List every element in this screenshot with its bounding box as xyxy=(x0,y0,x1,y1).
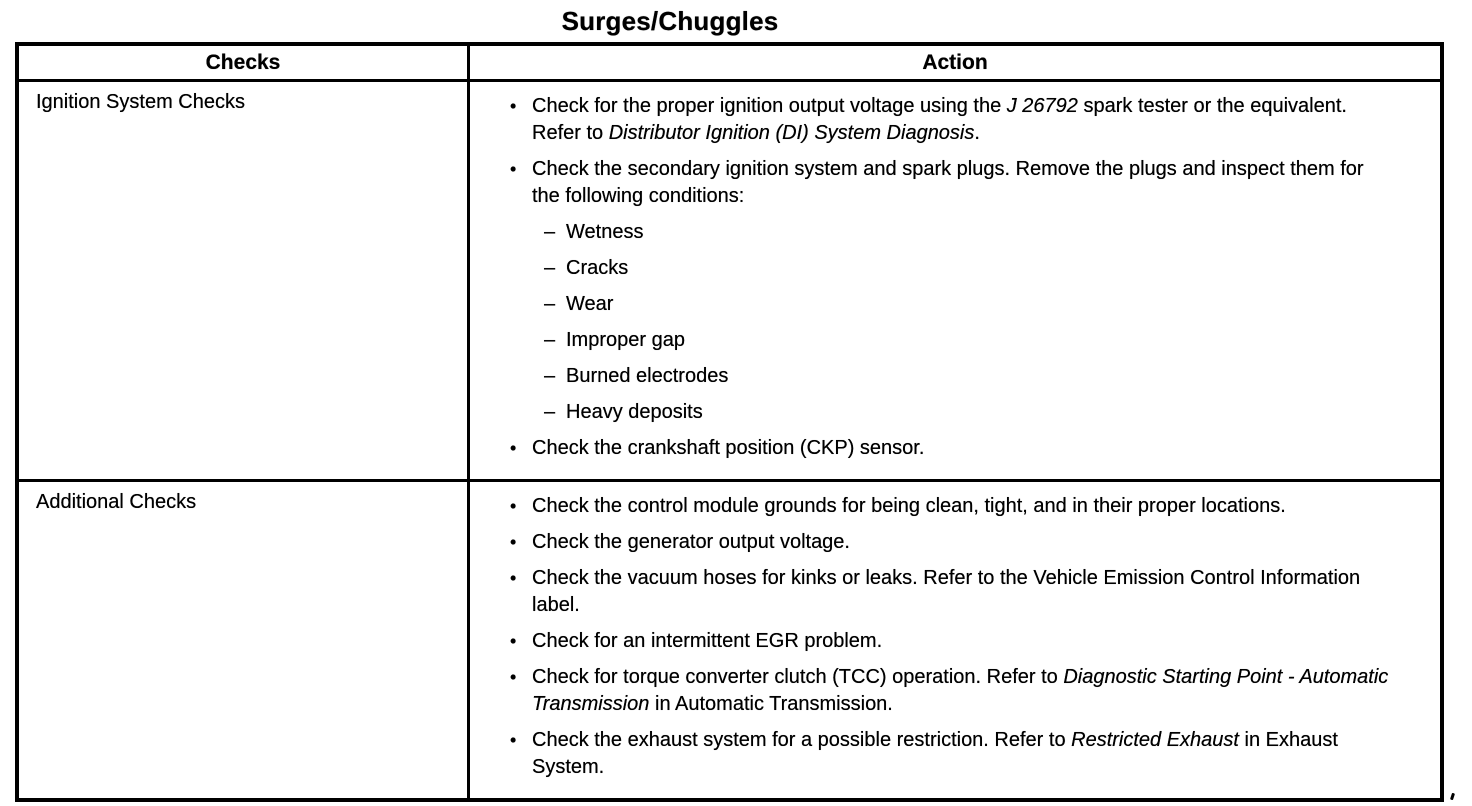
bullet-icon: • xyxy=(510,568,517,588)
action-item: • Check the exhaust system for a possible… xyxy=(510,727,1392,781)
sub-item: –Cracks xyxy=(544,255,1392,282)
plain-text: Check for an intermittent EGR problem. xyxy=(532,630,883,652)
sub-item: –Burned electrodes xyxy=(544,363,1392,390)
check-cell: Additional Checks xyxy=(17,479,470,800)
action-item-text: Check for the proper ignition output vol… xyxy=(532,93,1392,147)
plain-text: . xyxy=(974,122,980,144)
sub-item: –Wear xyxy=(544,291,1392,318)
table-body: Ignition System Checks • Check for the pro… xyxy=(17,80,1443,800)
dash-icon: – xyxy=(544,221,556,243)
action-item-text: Check the generator output voltage. xyxy=(532,529,1392,556)
action-item-body: Check the exhaust system for a possible … xyxy=(532,727,1392,781)
dash-icon: – xyxy=(544,293,556,315)
italic-reference-text: J 26792 xyxy=(1006,95,1078,117)
sub-item-text: Improper gap xyxy=(566,329,685,351)
table-row: Additional Checks • Check the control modu… xyxy=(17,479,1442,800)
action-item-body: Check the generator output voltage. xyxy=(532,529,1392,556)
bullet-icon: • xyxy=(510,159,517,179)
action-item-text: Check for torque converter clutch (TCC) … xyxy=(532,664,1392,718)
dash-icon: – xyxy=(544,329,556,351)
plain-text: Check for the proper ignition output vol… xyxy=(532,95,1007,117)
bullet-icon: • xyxy=(510,96,517,116)
action-item-text: Check the exhaust system for a possible … xyxy=(532,727,1392,781)
plain-text: spark tester or the equivalent. Refer to xyxy=(532,95,1347,144)
sub-item-text: Cracks xyxy=(566,257,629,279)
action-item-text: Check the secondary ignition system and … xyxy=(532,156,1392,210)
bullet-icon: • xyxy=(510,667,517,687)
bullet-icon: • xyxy=(510,730,517,750)
column-header-checks: Checks xyxy=(17,44,470,82)
plain-text: Check for torque converter clutch (TCC) … xyxy=(532,666,1064,688)
table-header: Checks Action xyxy=(17,44,1442,82)
action-item: • Check the secondary ignition system and… xyxy=(510,156,1392,210)
italic-reference-text: Restricted Exhaust xyxy=(1071,729,1239,751)
sub-item: –Heavy deposits xyxy=(544,399,1392,426)
sub-item-text: Wetness xyxy=(566,221,644,243)
sub-item-text: Burned electrodes xyxy=(566,365,729,387)
column-header-action: Action xyxy=(468,44,1442,82)
action-item-body: Check for the proper ignition output vol… xyxy=(532,93,1392,147)
sub-item-text: Heavy deposits xyxy=(566,401,703,423)
diagnostic-table: Checks Action Ignition System Checks • Che… xyxy=(15,42,1444,802)
action-item-text: Check for an intermittent EGR problem. xyxy=(532,628,1392,655)
action-item: • Check for an intermittent EGR problem. xyxy=(510,628,1392,655)
plain-text: Check the control module grounds for bei… xyxy=(532,495,1286,517)
action-item-body: Check the secondary ignition system and … xyxy=(532,156,1392,210)
italic-reference-text: Distributor Ignition (DI) System Diagnos… xyxy=(608,122,975,144)
action-item: • Check for the proper ignition output vo… xyxy=(510,93,1392,147)
action-item-text: Check the control module grounds for bei… xyxy=(532,493,1392,520)
header-row: Checks Action xyxy=(17,44,1442,82)
action-item: • Check the generator output voltage. xyxy=(510,529,1392,556)
dash-icon: – xyxy=(544,401,556,423)
bullet-icon: • xyxy=(510,532,517,552)
action-item-body: Check the vacuum hoses for kinks or leak… xyxy=(532,565,1392,619)
action-item: • Check the control module grounds for be… xyxy=(510,493,1392,520)
action-item-body: Check the control module grounds for bei… xyxy=(532,493,1392,520)
bullet-icon: • xyxy=(510,438,517,458)
plain-text: Check the crankshaft position (CKP) sens… xyxy=(532,437,925,459)
action-item-body: Check for torque converter clutch (TCC) … xyxy=(532,664,1392,718)
plain-text: in Exhaust System. xyxy=(532,729,1338,778)
plain-text: Check the exhaust system for a possible … xyxy=(532,729,1072,751)
sub-item-text: Wear xyxy=(566,293,614,315)
bullet-icon: • xyxy=(510,496,517,516)
sub-item: –Wetness xyxy=(544,219,1392,246)
page-title: Surges/Chuggles xyxy=(561,6,779,36)
action-item-text: Check the crankshaft position (CKP) sens… xyxy=(532,435,1392,462)
bullet-icon: • xyxy=(510,631,517,651)
table-row: Ignition System Checks • Check for the pro… xyxy=(17,80,1443,481)
italic-reference-text: Diagnostic Starting Point - Automatic Tr… xyxy=(532,666,1389,715)
plain-text: Check the generator output voltage. xyxy=(532,531,850,553)
plain-text: Check the vacuum hoses for kinks or leak… xyxy=(532,567,1361,616)
action-item-body: Check for an intermittent EGR problem. xyxy=(532,628,1392,655)
sub-item: –Improper gap xyxy=(544,327,1392,354)
action-cell: • Check for the proper ignition output vo… xyxy=(469,81,1443,481)
action-item-body: Check the crankshaft position (CKP) sens… xyxy=(532,435,1392,462)
action-item: • Check for torque converter clutch (TCC)… xyxy=(510,664,1392,718)
plain-text: in Automatic Transmission. xyxy=(649,693,893,715)
action-cell: • Check the control module grounds for be… xyxy=(468,479,1442,800)
dash-icon: – xyxy=(544,365,556,387)
check-cell: Ignition System Checks xyxy=(17,80,470,481)
dash-icon: – xyxy=(544,257,556,279)
action-item: • Check the crankshaft position (CKP) sen… xyxy=(510,435,1392,462)
action-item: • Check the vacuum hoses for kinks or lea… xyxy=(510,565,1392,619)
action-item-text: Check the vacuum hoses for kinks or leak… xyxy=(532,565,1392,619)
plain-text: Check the secondary ignition system and … xyxy=(532,158,1364,207)
scan-artifact-mark xyxy=(1449,792,1456,801)
